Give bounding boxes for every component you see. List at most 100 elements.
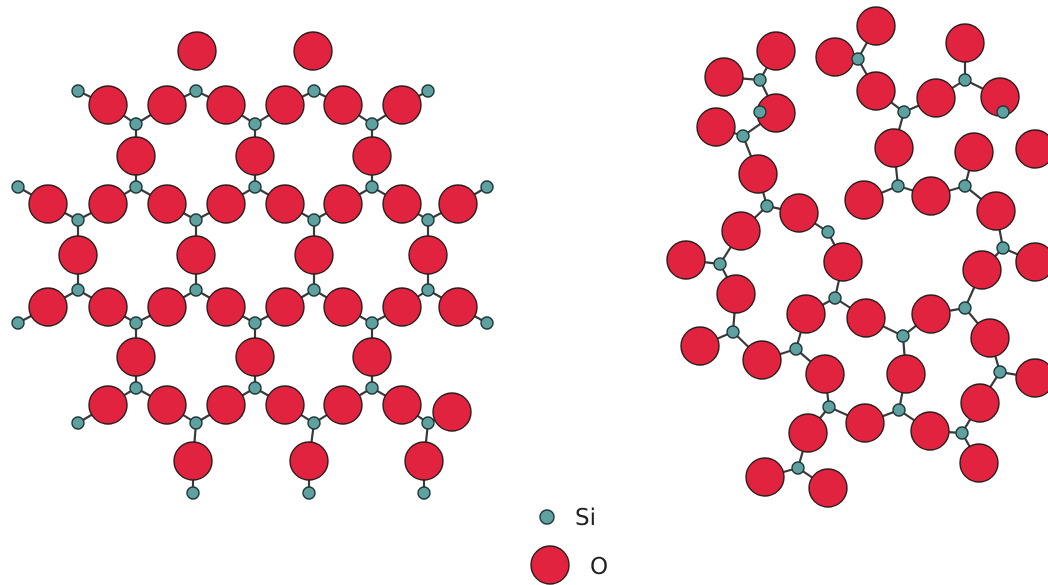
silicon-atom [129,381,143,395]
oxygen-atom [954,132,994,172]
oxygen-atom [786,294,826,334]
oxygen-atom [323,287,363,327]
silicon-atom [996,105,1010,119]
silicon-atom [421,213,435,227]
silicon-atom [189,416,203,430]
silicon-atom [307,213,321,227]
silicon-atom [480,316,494,330]
oxygen-atom [265,287,305,327]
oxygen-atom [745,457,785,497]
silicon-atom [248,180,262,194]
silicon-atom [129,316,143,330]
silicon-atom [11,180,25,194]
oxygen-atom [886,354,926,394]
oxygen-atom [976,191,1016,231]
legend-oxygen-symbol [530,545,570,585]
silicon-atom [958,73,972,87]
silicon-atom [993,365,1007,379]
oxygen-atom [147,385,187,425]
oxygen-atom [382,385,422,425]
amorphous-network [666,6,1048,508]
silicon-atom [955,426,969,440]
legend-silicon-label: Si [575,505,596,531]
silicon-atom [753,73,767,87]
silicon-atom [821,225,835,239]
silicon-atom [307,283,321,297]
silicon-atom [186,486,200,500]
silicon-atom [11,316,25,330]
oxygen-atom [910,411,950,451]
oxygen-atom [856,71,896,111]
oxygen-atom [962,250,1002,290]
oxygen-atom [742,340,782,380]
oxygen-atom [1015,242,1048,282]
oxygen-atom [116,337,156,377]
silicon-atom [365,316,379,330]
silicon-atom [365,117,379,131]
oxygen-atom [916,78,956,118]
oxygen-atom [844,180,884,220]
oxygen-atom [788,413,828,453]
oxygen-atom [28,184,68,224]
silicon-atom [248,117,262,131]
silicon-atom [421,416,435,430]
oxygen-atom [704,57,744,97]
silicon-atom [851,52,865,66]
oxygen-atom [88,385,128,425]
silicon-atom [897,105,911,119]
oxygen-atom [716,274,756,314]
oxygen-atom [756,31,796,71]
oxygen-atom [323,184,363,224]
silicon-atom [129,180,143,194]
oxygen-atom [206,287,246,327]
oxygen-atom [823,242,863,282]
oxygen-atom [382,184,422,224]
silicon-atom [307,84,321,98]
silicon-atom [365,381,379,395]
crystalline-network [11,31,494,500]
oxygen-atom [88,184,128,224]
oxygen-atom [147,184,187,224]
silicon-atom [480,180,494,194]
oxygen-atom [845,403,885,443]
oxygen-atom [404,441,444,481]
oxygen-atom [289,441,329,481]
oxygen-atom [696,107,736,147]
silicon-atom [417,486,431,500]
silicon-atom [791,461,805,475]
oxygen-atom [960,383,1000,423]
silicon-atom [71,213,85,227]
oxygen-atom [58,235,98,275]
legend-silicon-symbol [539,509,555,525]
oxygen-atom [846,298,886,338]
oxygen-atom [680,326,720,366]
oxygen-atom [911,176,951,216]
oxygen-atom [147,85,187,125]
oxygen-atom [147,287,187,327]
silicon-atom [129,117,143,131]
silicon-atom [189,283,203,297]
silicon-atom [365,180,379,194]
oxygen-atom [352,337,392,377]
oxygen-atom [815,37,855,77]
silicon-atom [71,84,85,98]
oxygen-atom [666,240,706,280]
oxygen-atom [265,385,305,425]
oxygen-atom [779,193,819,233]
oxygen-atom [1015,129,1048,169]
oxygen-atom [856,6,896,46]
silicon-atom [421,84,435,98]
silicon-atom [71,416,85,430]
oxygen-atom [352,136,392,176]
silicon-atom [892,403,906,417]
silicon-atom [760,199,774,213]
oxygen-atom [382,85,422,125]
oxygen-atom [911,294,951,334]
oxygen-atom [970,318,1010,358]
silicon-atom [996,241,1010,255]
legend: Si O [530,505,608,585]
oxygen-atom [88,85,128,125]
oxygen-atom [874,128,914,168]
oxygen-atom [408,235,448,275]
